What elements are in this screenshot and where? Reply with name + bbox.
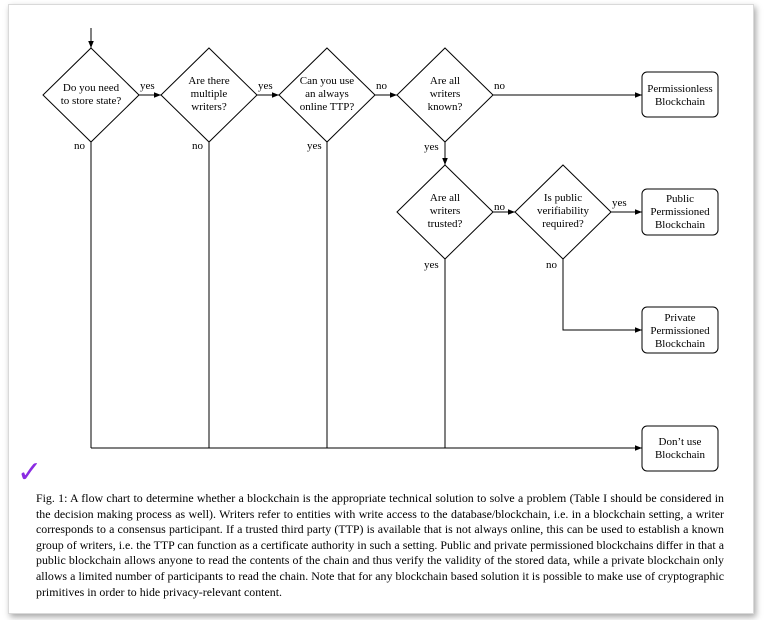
edge-label-store-yes: yes (140, 80, 155, 92)
edge-public-no (562, 259, 642, 333)
edge-label-public-no: no (546, 259, 558, 271)
edge-label-ttp-yes: yes (307, 140, 322, 152)
figure-frame (8, 4, 754, 614)
edge-label-trusted-yes: yes (424, 259, 439, 271)
edge-label-trusted-no: no (494, 201, 506, 213)
checkmark-icon: ✓ (17, 455, 43, 490)
edge-label-multiple-no: no (192, 140, 204, 152)
edge-label-store-no: no (74, 140, 86, 152)
edge-label-public-yes: yes (612, 197, 627, 209)
edge-label-known-yes: yes (424, 141, 439, 153)
edge-label-ttp-no: no (376, 80, 388, 92)
figure-caption: Fig. 1: A flow chart to determine whethe… (36, 491, 724, 599)
edge-label-multiple-yes: yes (258, 80, 273, 92)
edge-label-known-no: no (494, 80, 506, 92)
